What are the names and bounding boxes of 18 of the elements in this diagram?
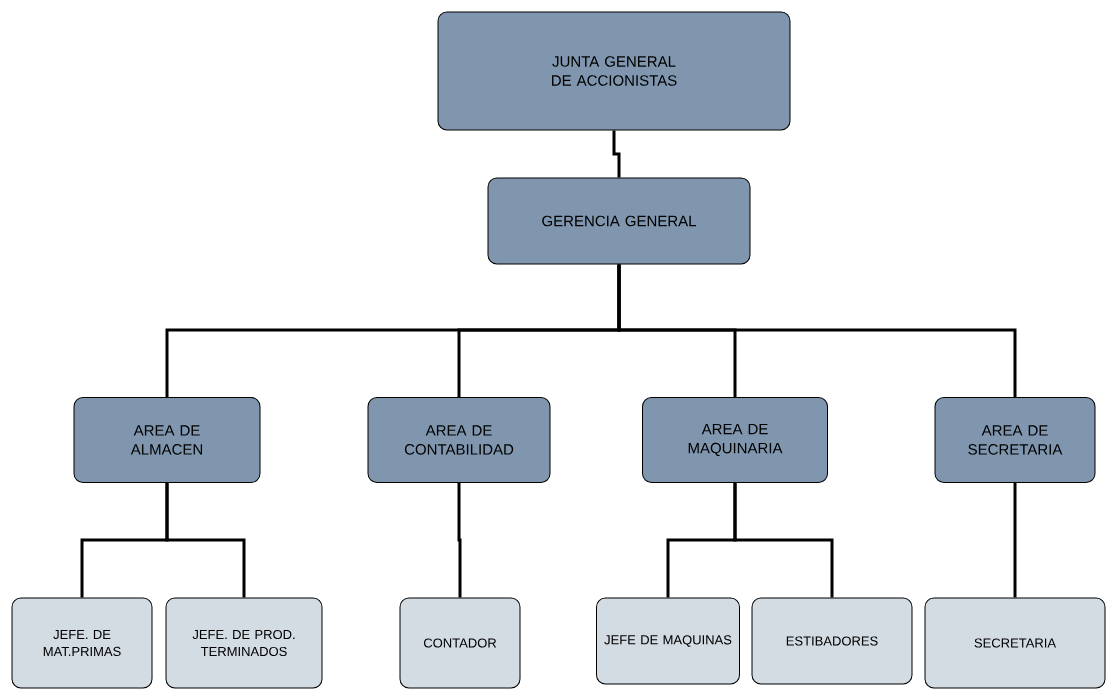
- connector-line: [457, 483, 462, 598]
- connector-line: [733, 483, 834, 598]
- department-box: AREA DE ALMACEN: [73, 397, 261, 483]
- position-box: JEFE. DE MAT.PRIMAS: [11, 597, 153, 689]
- position-box: CONTADOR: [399, 597, 521, 689]
- position-box: JEFE DE MAQUINAS: [596, 597, 740, 685]
- department-box: GERENCIA GENERAL: [487, 177, 751, 265]
- department-box: AREA DE CONTABILIDAD: [367, 397, 551, 483]
- connector-line: [612, 130, 621, 178]
- position-box: JEFE. DE PROD. TERMINADOS: [165, 597, 323, 689]
- connector-line: [1013, 483, 1017, 598]
- position-box: SECRETARIA: [924, 597, 1106, 689]
- department-box: JUNTA GENERAL DE ACCIONISTAS: [437, 11, 791, 131]
- position-box: ESTIBADORES: [751, 597, 913, 685]
- connector-line: [617, 264, 1017, 397]
- department-box: AREA DE SECRETARIA: [934, 397, 1096, 483]
- department-box: AREA DE MAQUINARIA: [642, 397, 828, 483]
- connector-line: [165, 483, 246, 598]
